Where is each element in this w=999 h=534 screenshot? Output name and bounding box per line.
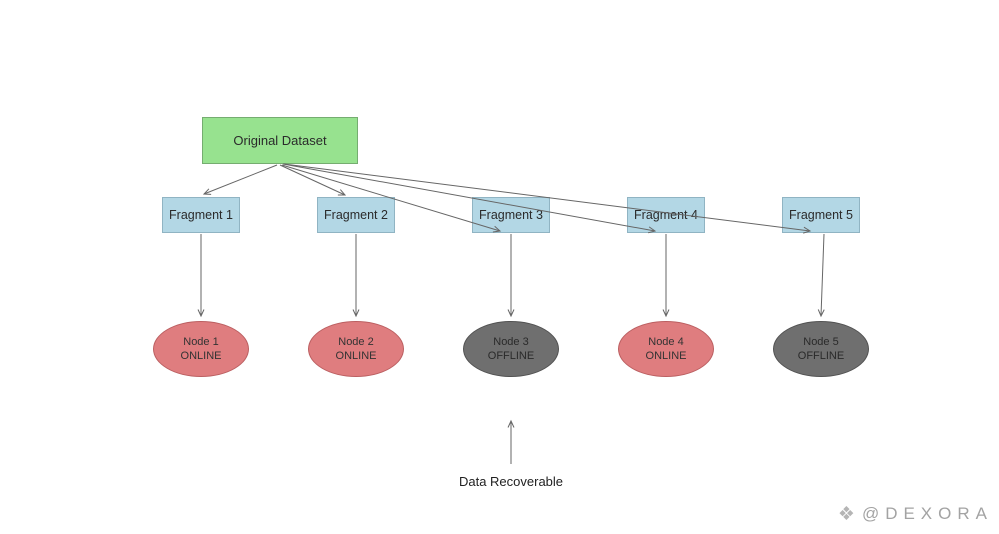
fragment-1-box: Fragment 1 (162, 197, 240, 233)
fragment-1-label: Fragment 1 (169, 208, 233, 222)
node-1-name: Node 1 (183, 336, 219, 348)
node-5-name: Node 5 (803, 336, 839, 348)
node-1-ellipse: Node 1 ONLINE (153, 321, 249, 377)
original-dataset-box: Original Dataset (202, 117, 358, 164)
node-2-ellipse: Node 2 ONLINE (308, 321, 404, 377)
arrow-original-to-fragment-2 (279, 164, 347, 196)
node-4-name: Node 4 (648, 336, 684, 348)
node-5-ellipse: Node 5 OFFLINE (773, 321, 869, 377)
fragment-5-label: Fragment 5 (789, 208, 853, 222)
fragment-4-label: Fragment 4 (634, 208, 698, 222)
node-3-status: OFFLINE (487, 350, 535, 362)
data-recoverable-label: Data Recoverable (458, 474, 564, 489)
node-4-ellipse: Node 4 ONLINE (618, 321, 714, 377)
node-2-name: Node 2 (338, 336, 374, 348)
node-5-status: OFFLINE (797, 350, 845, 362)
node-1-status: ONLINE (180, 350, 222, 362)
watermark-text: @DEXORA (861, 504, 993, 523)
dexora-diamond-icon: ❖ (837, 503, 855, 525)
arrow-fragment-5-to-node-5 (817, 233, 825, 318)
arrow-original-to-fragment-1 (202, 164, 278, 195)
watermark: ❖ @DEXORA (838, 504, 993, 524)
node-3-ellipse: Node 3 OFFLINE (463, 321, 559, 377)
fragment-3-label: Fragment 3 (479, 208, 543, 222)
fragment-2-box: Fragment 2 (317, 197, 395, 233)
original-dataset-label: Original Dataset (233, 133, 327, 148)
fragment-5-box: Fragment 5 (782, 197, 860, 233)
node-4-status: ONLINE (645, 350, 687, 362)
fragment-3-box: Fragment 3 (472, 197, 550, 233)
fragment-2-label: Fragment 2 (324, 208, 388, 222)
fragment-4-box: Fragment 4 (627, 197, 705, 233)
node-3-name: Node 3 (493, 336, 529, 348)
node-2-status: ONLINE (335, 350, 377, 362)
